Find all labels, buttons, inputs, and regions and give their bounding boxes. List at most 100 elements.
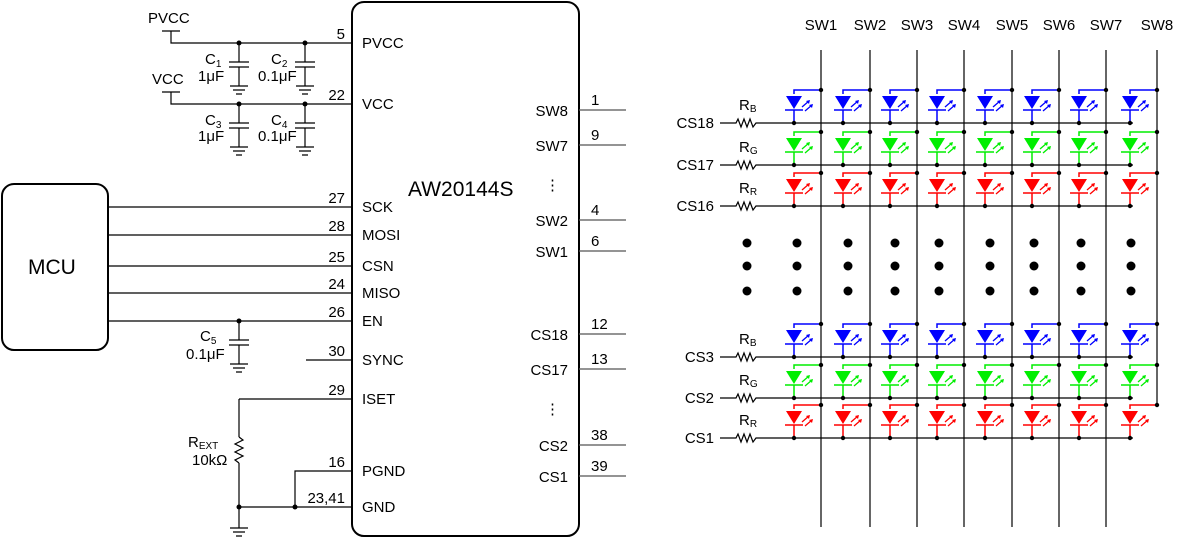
led-icon bbox=[1024, 411, 1040, 424]
led-icon bbox=[882, 411, 898, 424]
pvcc-net: PVCC bbox=[148, 10, 352, 46]
pin-number: 28 bbox=[328, 218, 345, 235]
led bbox=[881, 129, 920, 168]
vcc-supply-label: VCC bbox=[152, 71, 184, 88]
pin-label: CS17 bbox=[530, 362, 568, 379]
continuation-dot bbox=[934, 238, 944, 248]
cs-ellipsis: ⋮ bbox=[545, 401, 560, 418]
pin-label: ISET bbox=[362, 391, 395, 408]
c2-value: 0.1μF bbox=[258, 68, 297, 85]
resistor-label: RB bbox=[739, 331, 757, 349]
sw-column-label: SW8 bbox=[1141, 17, 1174, 34]
pin-label: SW7 bbox=[535, 138, 568, 155]
led bbox=[976, 402, 1015, 441]
led-icon bbox=[1071, 179, 1087, 192]
c3-value: 1μF bbox=[198, 128, 224, 145]
led bbox=[1121, 170, 1160, 209]
resistor-icon bbox=[720, 432, 1133, 444]
led-icon bbox=[977, 138, 993, 151]
sw-column-label: SW5 bbox=[996, 17, 1029, 34]
led-icon bbox=[835, 411, 851, 424]
pin-label: PGND bbox=[362, 463, 406, 480]
pin-number: 27 bbox=[328, 190, 345, 207]
continuation-dot bbox=[1076, 286, 1086, 296]
led bbox=[928, 129, 967, 168]
continuation-dot bbox=[890, 238, 900, 248]
c5-value: 0.1μF bbox=[186, 346, 225, 363]
cs-row-label: CS16 bbox=[676, 198, 714, 215]
led bbox=[1023, 362, 1062, 401]
c2-label: C2 bbox=[271, 51, 288, 70]
led bbox=[1070, 170, 1109, 209]
led-icon bbox=[929, 371, 945, 384]
led bbox=[881, 362, 920, 401]
cs-row-label: CS3 bbox=[685, 349, 714, 366]
led bbox=[976, 129, 1015, 168]
led bbox=[1023, 87, 1062, 126]
pin-label: CS2 bbox=[539, 438, 568, 455]
capacitor-c4 bbox=[295, 104, 315, 156]
c1-label: C1 bbox=[205, 51, 222, 70]
pin-number: 4 bbox=[591, 202, 599, 219]
resistor-icon bbox=[720, 200, 1133, 212]
led-icon bbox=[882, 179, 898, 192]
led-icon bbox=[786, 330, 802, 343]
continuation-dot bbox=[1076, 238, 1086, 248]
led bbox=[1121, 321, 1160, 360]
led bbox=[928, 321, 967, 360]
led bbox=[976, 321, 1015, 360]
continuation-dot bbox=[985, 286, 995, 296]
ground-icon bbox=[296, 146, 314, 156]
capacitor-c3 bbox=[229, 104, 249, 156]
pin-number: 30 bbox=[328, 343, 345, 360]
sw-column-label: SW1 bbox=[805, 17, 838, 34]
resistor-icon bbox=[720, 117, 1133, 129]
led-icon bbox=[1122, 138, 1138, 151]
led bbox=[1121, 402, 1160, 441]
continuation-dot bbox=[1029, 286, 1039, 296]
pin-label: SW2 bbox=[535, 213, 568, 230]
pin-label: SW8 bbox=[535, 103, 568, 120]
ic-name: AW20144S bbox=[408, 178, 513, 201]
continuation-dot bbox=[792, 261, 802, 271]
led bbox=[881, 402, 920, 441]
led-icon bbox=[882, 371, 898, 384]
led-icon bbox=[1122, 371, 1138, 384]
led-icon bbox=[1024, 179, 1040, 192]
pin-number: 29 bbox=[328, 382, 345, 399]
led bbox=[1070, 87, 1109, 126]
continuation-dot bbox=[934, 261, 944, 271]
led-icon bbox=[786, 96, 802, 109]
c1-value: 1μF bbox=[198, 68, 224, 85]
led bbox=[1023, 170, 1062, 209]
continuation-dot bbox=[742, 238, 752, 248]
led bbox=[785, 321, 824, 360]
led-icon bbox=[929, 411, 945, 424]
led-icon bbox=[835, 371, 851, 384]
rext-value: 10kΩ bbox=[192, 452, 227, 469]
led-icon bbox=[786, 179, 802, 192]
led-icon bbox=[1024, 371, 1040, 384]
continuation-dot bbox=[890, 261, 900, 271]
led-icon bbox=[1122, 411, 1138, 424]
ground-icon bbox=[230, 85, 248, 95]
ic-left-pins: 5PVCC22VCC27SCK28MOSI25CSN24MISO26EN30SY… bbox=[307, 26, 405, 516]
pin-number: 22 bbox=[328, 87, 345, 104]
led bbox=[928, 170, 967, 209]
continuation-dot bbox=[934, 286, 944, 296]
led bbox=[785, 402, 824, 441]
led-icon bbox=[882, 330, 898, 343]
sw-ellipsis: ⋮ bbox=[545, 177, 560, 194]
led-icon bbox=[977, 411, 993, 424]
